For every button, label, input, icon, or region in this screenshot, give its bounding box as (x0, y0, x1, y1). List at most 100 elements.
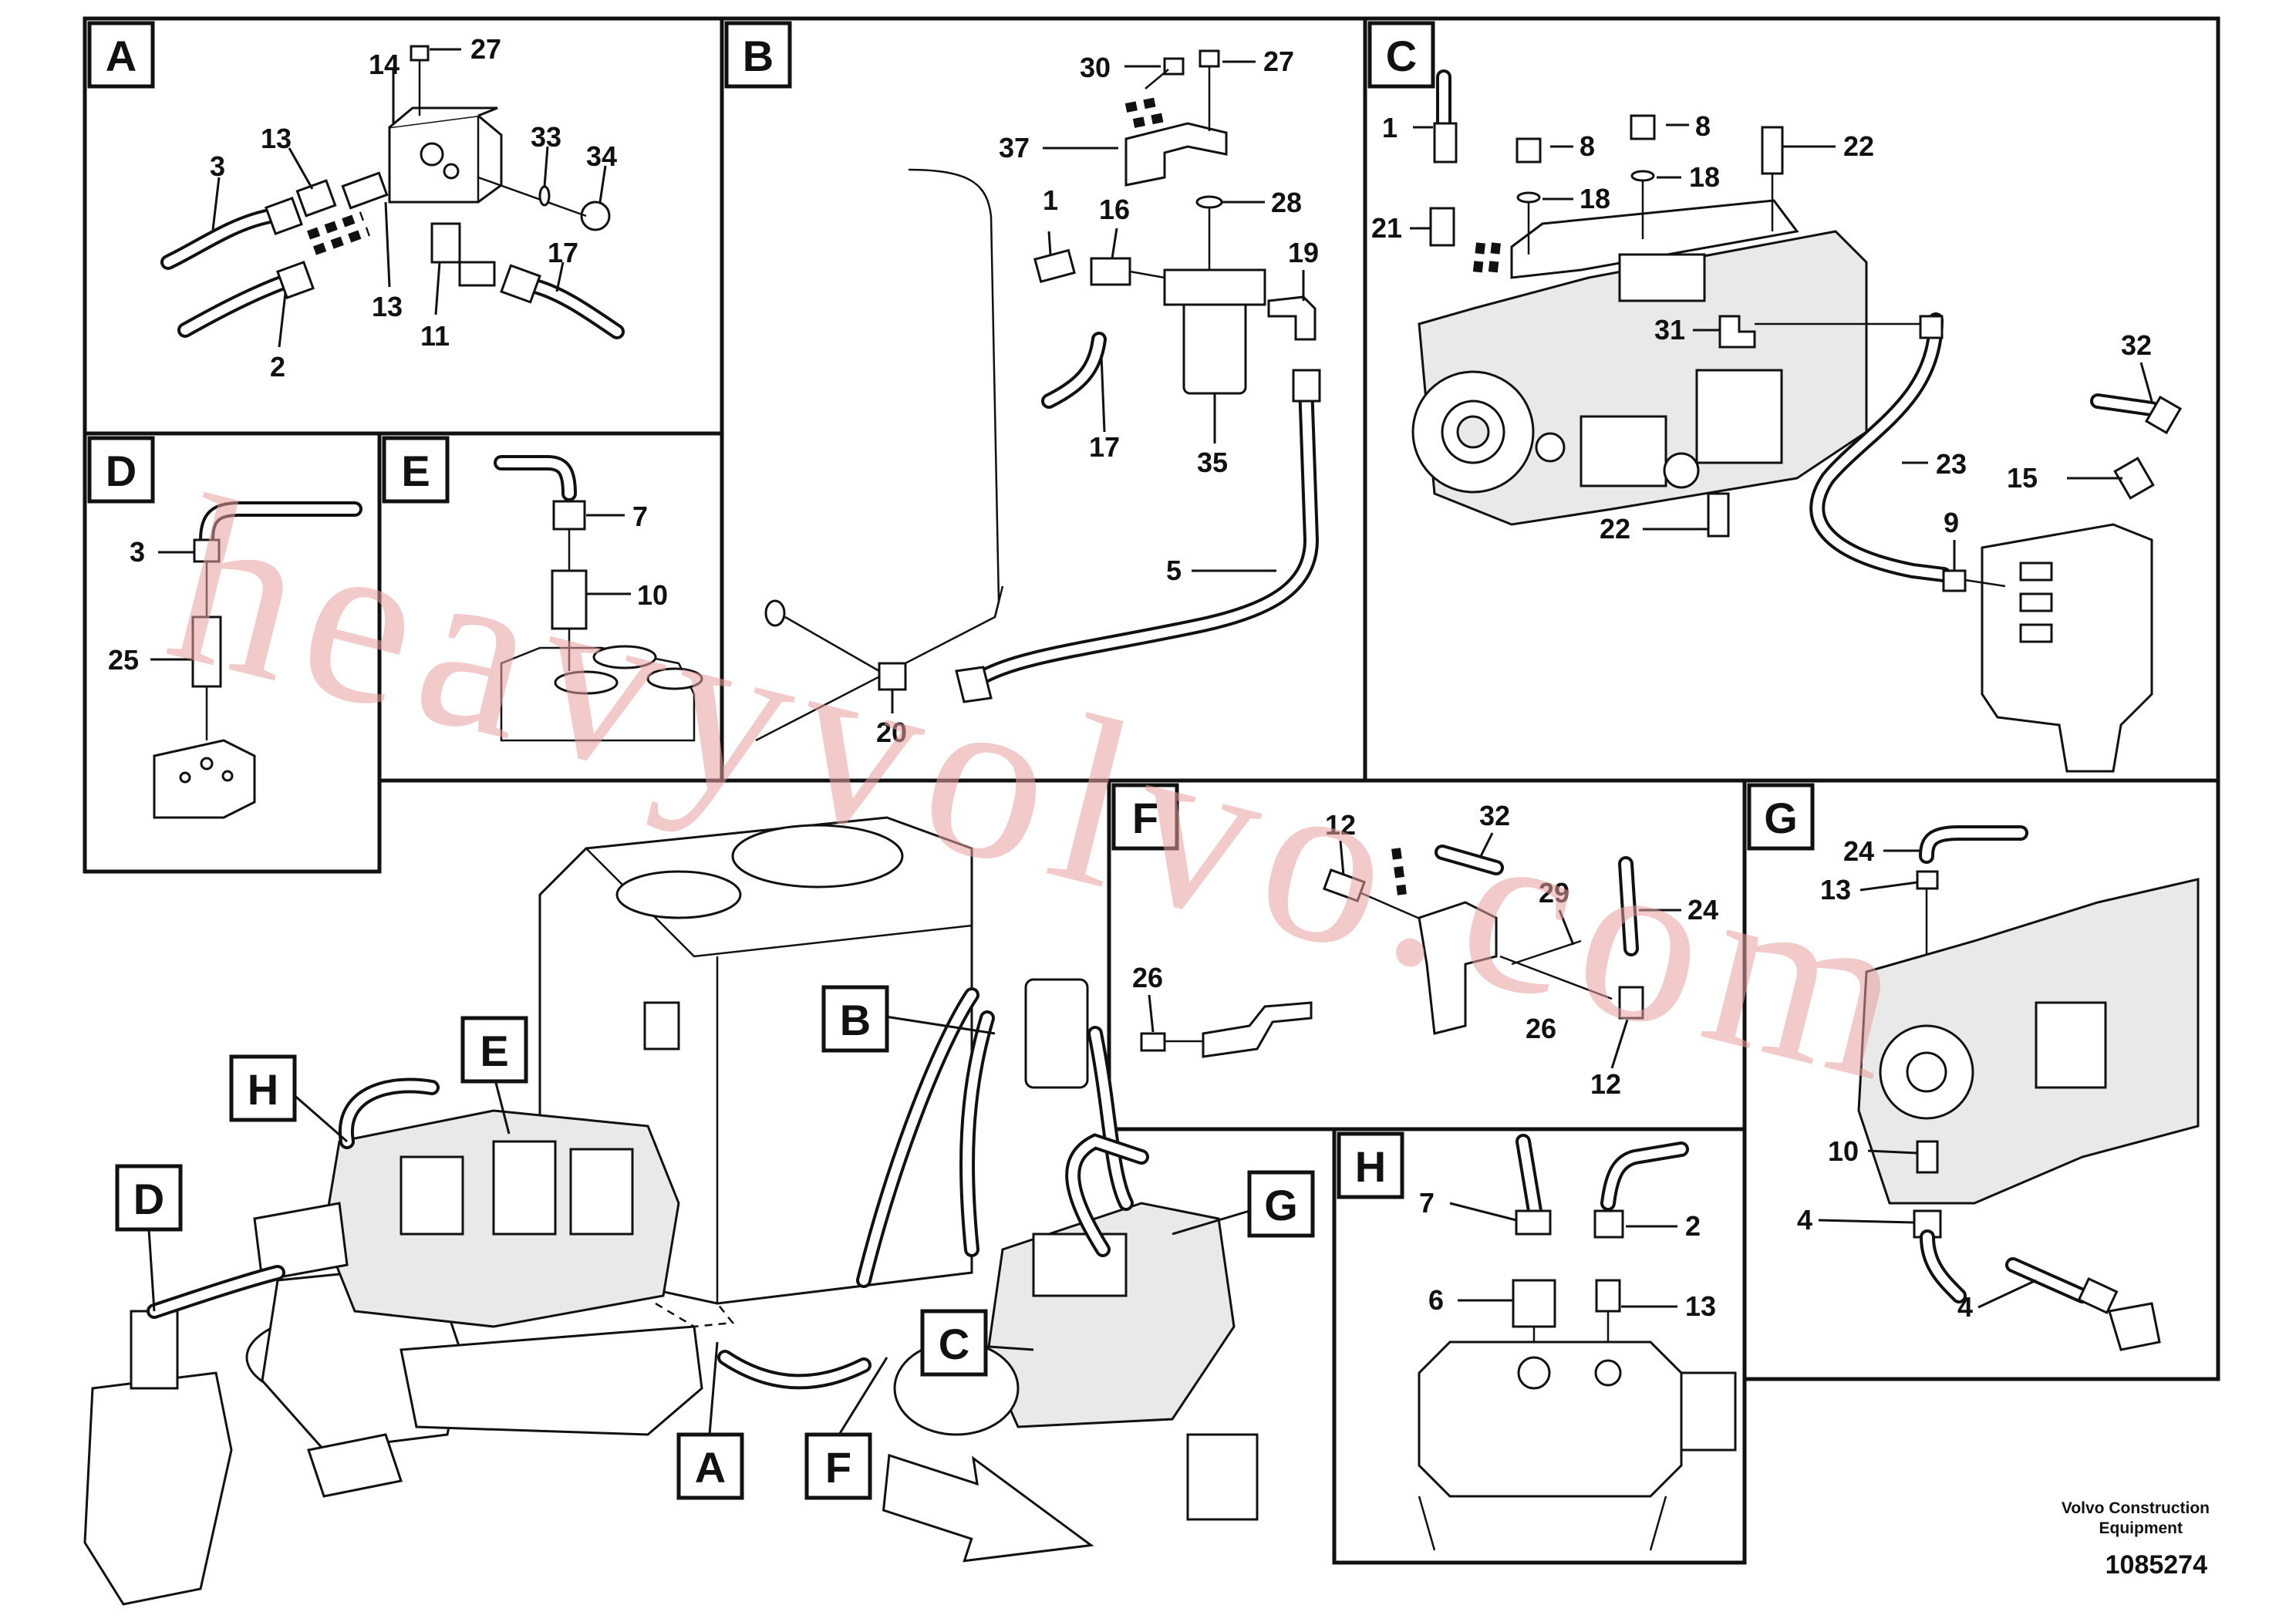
fitting-2 (276, 261, 315, 299)
break-f (1391, 848, 1407, 895)
panel-h: H 7 2 6 13 (1337, 1131, 1737, 1551)
label-16: 16 (1099, 194, 1130, 225)
label-14: 14 (369, 49, 400, 80)
adapter-10 (551, 569, 588, 630)
label-33: 33 (531, 121, 561, 153)
label-10-g: 10 (1828, 1135, 1859, 1167)
label-17: 17 (548, 237, 578, 268)
panel-h-tag-label: H (1355, 1142, 1386, 1191)
hydraulic-pump (1411, 199, 1868, 526)
bracket-37 (1124, 122, 1228, 187)
label-8b: 8 (1695, 110, 1711, 142)
panel-a-tag-label: A (106, 32, 137, 80)
label-21: 21 (1371, 212, 1402, 244)
filter-head (1163, 268, 1266, 306)
label-27: 27 (470, 33, 501, 65)
label-26b: 26 (1526, 1013, 1556, 1044)
footer-company-line2: Equipment (2099, 1519, 2183, 1537)
overview-tag-e-label: E (480, 1027, 508, 1075)
pump-g (1857, 878, 2200, 1205)
label-29: 29 (1539, 877, 1569, 909)
return-filter (1024, 978, 1089, 1089)
plug-8a (1515, 137, 1542, 164)
label-23: 23 (1936, 448, 1967, 480)
overview-tag-g-label: G (1264, 1181, 1298, 1229)
fitting-17 (500, 264, 541, 304)
label-32-f: 32 (1479, 800, 1510, 831)
support-frame (400, 1325, 703, 1436)
panel-e-tag-label: E (401, 447, 430, 495)
swivel-block-d (153, 739, 256, 819)
panel-h-tag (1337, 1131, 1404, 1199)
panel-c: C (1367, 21, 2183, 773)
panel-c-tag (1367, 21, 1435, 89)
plug-8b (1630, 114, 1656, 140)
oring-18b (1630, 170, 1655, 182)
adapter-10-g (1916, 1140, 1939, 1174)
fitting-21 (1429, 207, 1455, 247)
label-19: 19 (1288, 237, 1319, 268)
break-c (1488, 242, 1501, 278)
overview-tag-c-label: C (939, 1320, 969, 1368)
plug-22b (1707, 492, 1730, 538)
break-b (1124, 97, 1158, 113)
panel-g: G 24 13 10 4 4 (1747, 783, 2200, 1351)
fitting-15 (2113, 457, 2155, 500)
label-10-e: 10 (637, 579, 668, 611)
tank-port (764, 599, 786, 627)
motor-block-h (1418, 1340, 1683, 1498)
valve-block (1981, 523, 2153, 773)
overview-tag-d (115, 1164, 183, 1232)
motor-base-h (1418, 1496, 1667, 1551)
overview-tag-h-label: H (248, 1065, 278, 1114)
label-17-b: 17 (1089, 431, 1120, 463)
panel-a-frame (83, 16, 724, 436)
plug-22a (1761, 126, 1784, 175)
center-swivel (83, 1371, 233, 1606)
footer: Volvo Construction Equipment 1085274 (2062, 1499, 2210, 1580)
label-31: 31 (1654, 314, 1685, 346)
label-24-f: 24 (1687, 894, 1718, 926)
label-13-h: 13 (1685, 1290, 1716, 1322)
label-4b: 4 (1957, 1291, 1973, 1323)
label-26a: 26 (1132, 962, 1163, 993)
overview-tag-g (1247, 1170, 1315, 1238)
tank-outline (755, 168, 1000, 742)
valve-side-section (253, 1202, 349, 1282)
panel-g-tag-label: G (1764, 794, 1798, 842)
label-11: 11 (420, 320, 450, 352)
label-8a: 8 (1580, 130, 1595, 162)
overview-tag-a-label: A (695, 1443, 726, 1492)
overview-tag-d-label: D (133, 1175, 164, 1223)
fitting-3-d (193, 538, 221, 563)
fitting-13-h (1595, 1279, 1621, 1313)
panel-f: F 12 32 29 24 26 26 12 (1111, 783, 1718, 1100)
fitting-16 (1090, 257, 1131, 286)
fitting-23-top (1919, 315, 1944, 339)
adapter-6 (1512, 1279, 1556, 1328)
filter-head-f (1418, 901, 1498, 1035)
label-18b: 18 (1689, 161, 1720, 193)
label-4a: 4 (1797, 1204, 1812, 1236)
elbow-20a (955, 666, 993, 703)
adapter-9 (1942, 569, 1967, 592)
label-32-c: 32 (2121, 329, 2152, 361)
fitting-1 (1033, 248, 1076, 284)
elbow-32 (2144, 395, 2183, 435)
fitting-4b (2077, 1276, 2119, 1315)
fitting-12b (1618, 986, 1644, 1020)
bolt-26 (1140, 1032, 1166, 1052)
label-3-d: 3 (130, 536, 145, 568)
label-9: 9 (1944, 507, 1959, 538)
panel-d: D 3 25 (87, 436, 362, 819)
label-24-g: 24 (1843, 835, 1874, 867)
overview-tag-a (676, 1432, 744, 1500)
swing-gear (307, 1433, 403, 1498)
oring-33 (538, 185, 551, 207)
fitting-12a (1323, 868, 1366, 903)
label-18a: 18 (1580, 183, 1610, 214)
label-12a: 12 (1325, 809, 1356, 841)
fitting-13b (341, 171, 389, 210)
label-1-b: 1 (1043, 184, 1058, 216)
label-22b: 22 (1600, 513, 1630, 545)
